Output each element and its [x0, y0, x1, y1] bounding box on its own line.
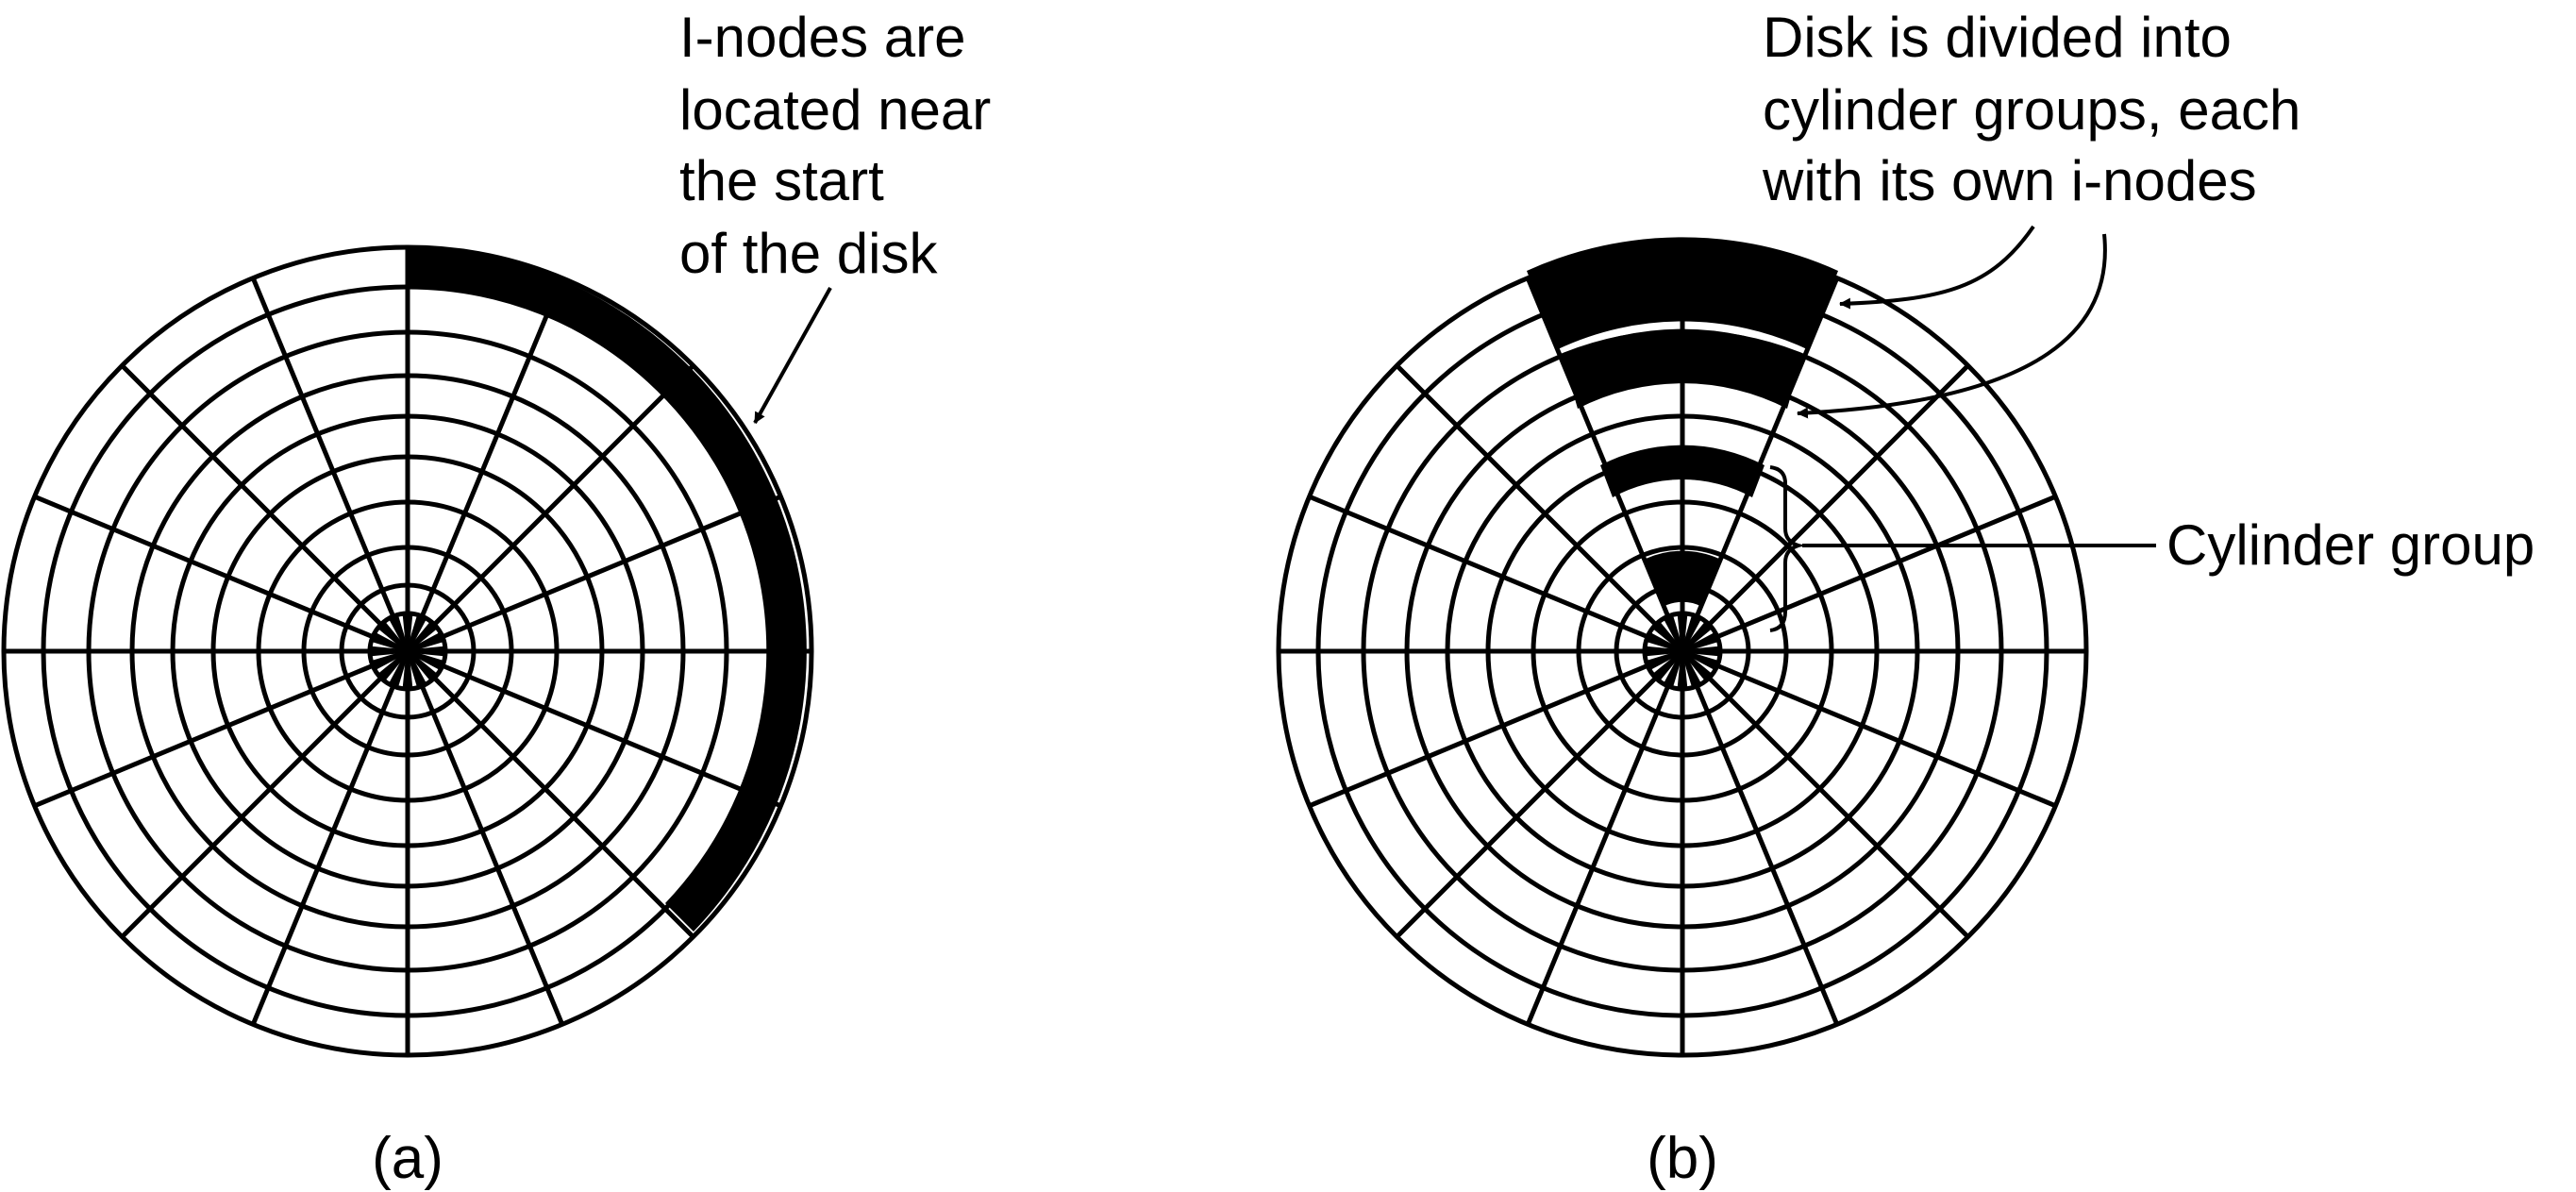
- inode-band-4: [1646, 550, 1719, 607]
- disk-a-sector-line-7: [120, 649, 410, 939]
- cylinder-group-arrow-1: [1839, 225, 2035, 310]
- annotation-a-line-1: I-nodes are: [679, 6, 966, 69]
- inode-arrow-a: [753, 287, 832, 424]
- disk-a-sector-line-10: [33, 494, 409, 654]
- annotation-a-line-4: of the disk: [679, 222, 938, 285]
- annotation-a: I-nodes are located near the start of th…: [679, 6, 1007, 285]
- panel-label-a: (a): [372, 1126, 443, 1191]
- annotation-b-line-3: with its own i-nodes: [1762, 149, 2257, 212]
- disk-b-sector-line-8: [1308, 648, 1683, 809]
- disk-b-sector-line-6: [1525, 650, 1685, 1026]
- annotation-a-line-3: the start: [679, 149, 884, 212]
- inode-band-1: [1527, 237, 1838, 349]
- disk-a-sector-line-15: [406, 363, 695, 653]
- panel-a: I-nodes are located near the start of th…: [1, 6, 1007, 1191]
- disk-b-sector-line-7: [1395, 649, 1684, 939]
- disk-b-hub-line-32: [1681, 646, 1720, 653]
- disk-a-sector-line-14: [405, 277, 565, 652]
- disk-a-hub-line-32: [407, 646, 445, 653]
- disk-b-sector-line-4: [1680, 650, 1840, 1026]
- panel-b: Cylinder group Disk is divided into cyli…: [1276, 6, 2534, 1191]
- disk-b-sector-line-16: [1681, 494, 2057, 654]
- annotation-b: Disk is divided into cylinder groups, ea…: [1762, 6, 2317, 212]
- disk-a-sector-line-8: [33, 648, 409, 809]
- disk-a-sector-line-4: [405, 650, 565, 1026]
- disk-a-sector-line-2: [407, 648, 782, 809]
- cylinder-group-arrow-2: [1797, 233, 2107, 419]
- disk-a-sector-line-11: [120, 363, 410, 653]
- cylinder-group-brace: [1769, 465, 1806, 632]
- annotation-a-line-2: located near: [679, 78, 991, 142]
- panel-label-b: (b): [1647, 1126, 1718, 1191]
- disk-a-sector-line-6: [250, 650, 410, 1026]
- disk-a-sector-line-3: [406, 649, 695, 939]
- disk-b-sector-line-3: [1681, 649, 1970, 939]
- annotation-b-line-2: cylinder groups, each: [1763, 78, 2300, 142]
- disk-b-sector-line-15: [1681, 363, 1970, 653]
- annotation-b-line-1: Disk is divided into: [1763, 6, 2232, 69]
- inode-region-a: [408, 247, 807, 932]
- disk-b-sector-line-2: [1681, 648, 2057, 809]
- disk-a-sector-line-12: [250, 277, 410, 652]
- disk-b-sector-line-10: [1308, 494, 1683, 654]
- disk-b-sector-line-11: [1395, 363, 1684, 653]
- disk-a: [1, 244, 814, 1058]
- inode-band-2: [1563, 328, 1802, 409]
- cylinder-group-label: Cylinder group: [2166, 513, 2534, 577]
- disk-a-sector-line-16: [407, 494, 782, 654]
- inode-band-3: [1600, 445, 1765, 497]
